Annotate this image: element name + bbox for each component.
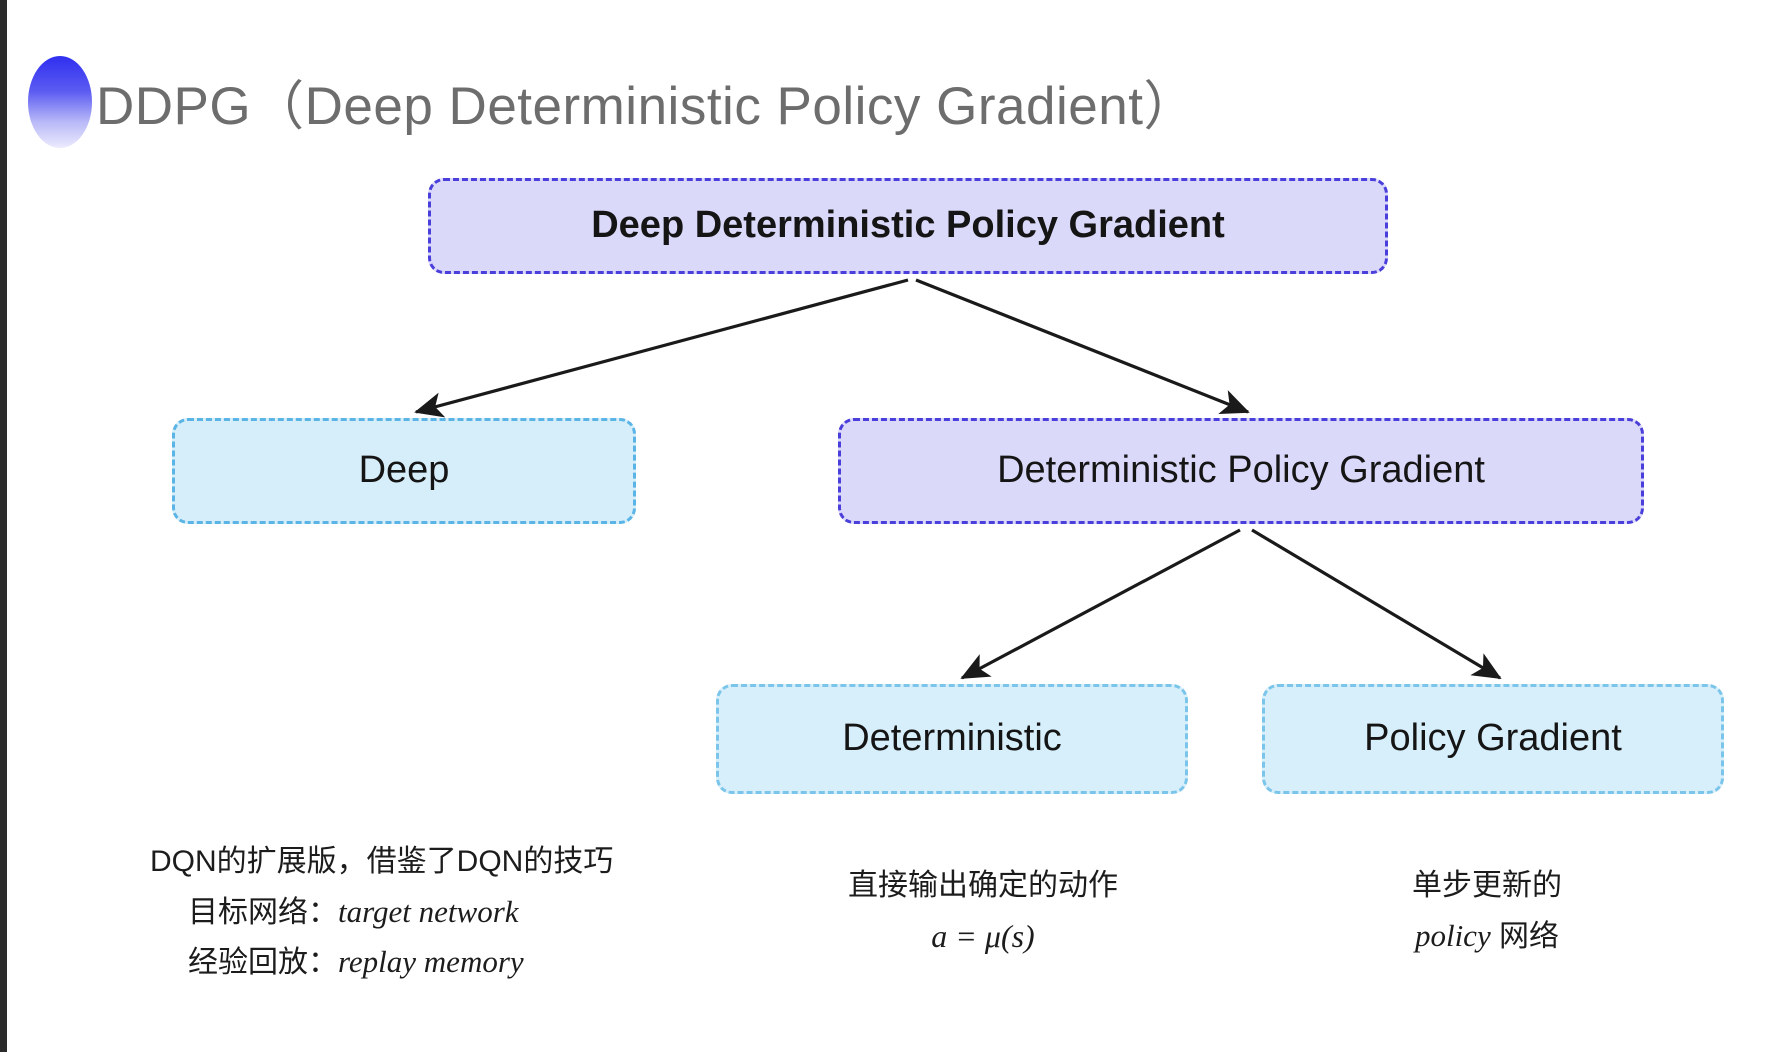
node-deep[interactable]: Deep bbox=[172, 418, 636, 524]
edge-dpg-to-det bbox=[960, 528, 1241, 680]
annotation-deterministic: 直接输出确定的动作 a = μ(s) bbox=[848, 862, 1118, 962]
slide-left-edge-strip bbox=[0, 0, 7, 1056]
node-deterministic-policy-gradient[interactable]: Deterministic Policy Gradient bbox=[838, 418, 1644, 524]
annotation-deep-line3-term: replay memory bbox=[338, 944, 524, 980]
annotation-deep-line3: 经验回放：replay memory bbox=[150, 937, 613, 988]
annotation-deep: DQN的扩展版，借鉴了DQN的技巧 目标网络：target network 经验… bbox=[150, 838, 613, 988]
slide-bottom-edge-strip bbox=[0, 1052, 1778, 1056]
annotation-deterministic-formula: a = μ(s) bbox=[931, 917, 1035, 954]
annotation-deep-line2-label: 目标网络： bbox=[188, 895, 338, 929]
edge-root-to-deep bbox=[414, 278, 909, 418]
edge-root-to-dpg bbox=[915, 278, 1250, 414]
annotation-deep-line1: DQN的扩展版，借鉴了DQN的技巧 bbox=[150, 845, 614, 878]
annotation-policy-gradient-suffix: 网络 bbox=[1490, 919, 1560, 953]
annotation-policy-gradient-term: policy bbox=[1414, 917, 1491, 953]
annotation-policy-gradient: 单步更新的 policy 网络 bbox=[1412, 862, 1562, 961]
node-policy-gradient[interactable]: Policy Gradient bbox=[1262, 684, 1724, 794]
page-title: DDPG（Deep Deterministic Policy Gradient） bbox=[96, 77, 1197, 136]
annotation-policy-gradient-line1: 单步更新的 bbox=[1412, 869, 1562, 902]
node-deep-deterministic-policy-gradient[interactable]: Deep Deterministic Policy Gradient bbox=[428, 178, 1388, 274]
annotation-deep-line2: 目标网络：target network bbox=[150, 887, 613, 938]
half-ellipse-accent-icon bbox=[28, 56, 92, 148]
annotation-deep-line3-label: 经验回放： bbox=[188, 946, 338, 980]
annotation-policy-gradient-line2: policy 网络 bbox=[1412, 911, 1562, 962]
edge-dpg-to-pg bbox=[1251, 528, 1502, 680]
annotation-deterministic-line1: 直接输出确定的动作 bbox=[848, 869, 1118, 902]
node-deterministic[interactable]: Deterministic bbox=[716, 684, 1188, 794]
annotation-deep-line2-term: target network bbox=[338, 893, 519, 929]
